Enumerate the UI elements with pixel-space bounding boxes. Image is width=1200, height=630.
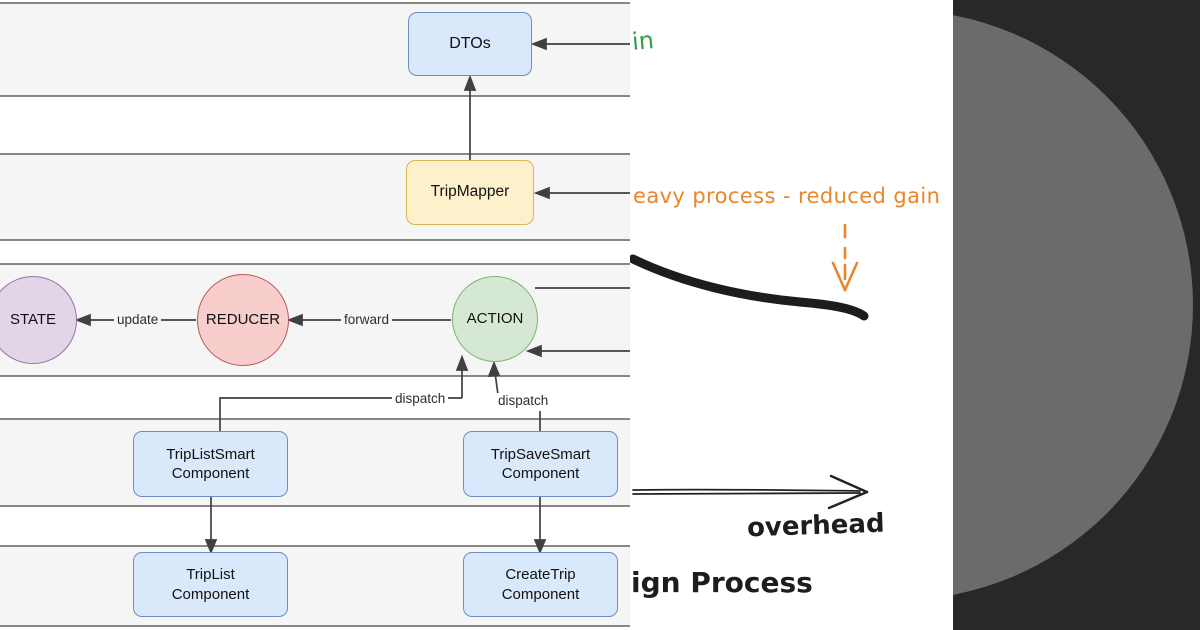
annotation-strokes bbox=[630, 223, 869, 510]
decorative-circle bbox=[953, 10, 1193, 600]
dark-side-panel bbox=[953, 0, 1200, 630]
node-trip-mapper-label: TripMapper bbox=[430, 183, 510, 201]
node-create-trip-line1: CreateTrip bbox=[505, 566, 576, 583]
orange-note-text: eavy process - reduced gain bbox=[633, 184, 941, 208]
edge-label-dispatch-left: dispatch bbox=[392, 391, 449, 406]
orange-dashed-arrow bbox=[831, 223, 859, 292]
node-state: STATE bbox=[0, 276, 77, 364]
edge-label-forward: forward bbox=[341, 312, 393, 327]
process-text-fragment: ign Process bbox=[631, 566, 813, 599]
node-reducer-label: REDUCER bbox=[205, 311, 281, 329]
black-curve-stroke bbox=[630, 254, 869, 321]
green-text-fragment: in bbox=[630, 26, 656, 56]
node-trip-list-smart-line2: Component bbox=[171, 465, 250, 482]
node-state-label: STATE bbox=[9, 311, 57, 329]
node-action: ACTION bbox=[452, 276, 538, 362]
node-dtos-label: DTOs bbox=[449, 34, 491, 52]
node-trip-list: TripList Component bbox=[133, 552, 288, 617]
diagram-panel: update forward dispatch dispatch DTOs Tr… bbox=[0, 2, 630, 627]
annotation-area: in eavy process - reduced gain overhead … bbox=[630, 0, 953, 630]
overhead-arrow bbox=[632, 474, 869, 510]
edge-label-update: update bbox=[114, 312, 162, 327]
node-trip-mapper: TripMapper bbox=[406, 160, 534, 225]
node-create-trip-line2: Component bbox=[501, 585, 580, 603]
node-trip-save-smart-line2: Component bbox=[501, 465, 580, 482]
node-trip-list-smart: TripListSmart Component bbox=[133, 431, 288, 497]
node-create-trip: CreateTrip Component bbox=[463, 552, 618, 617]
node-trip-save-smart-line1: TripSaveSmart bbox=[490, 445, 591, 463]
node-trip-list-smart-line1: TripListSmart bbox=[166, 445, 255, 463]
node-dtos: DTOs bbox=[408, 12, 532, 76]
edge-label-dispatch-right: dispatch bbox=[495, 393, 552, 408]
node-trip-list-line2: Component bbox=[171, 585, 250, 603]
node-trip-save-smart: TripSaveSmart Component bbox=[463, 431, 618, 497]
node-reducer: REDUCER bbox=[197, 274, 289, 366]
node-action-label: ACTION bbox=[466, 310, 524, 328]
node-trip-list-line1: TripList bbox=[186, 566, 235, 583]
diagram-connectors bbox=[74, 37, 630, 555]
overhead-label: overhead bbox=[746, 508, 886, 544]
